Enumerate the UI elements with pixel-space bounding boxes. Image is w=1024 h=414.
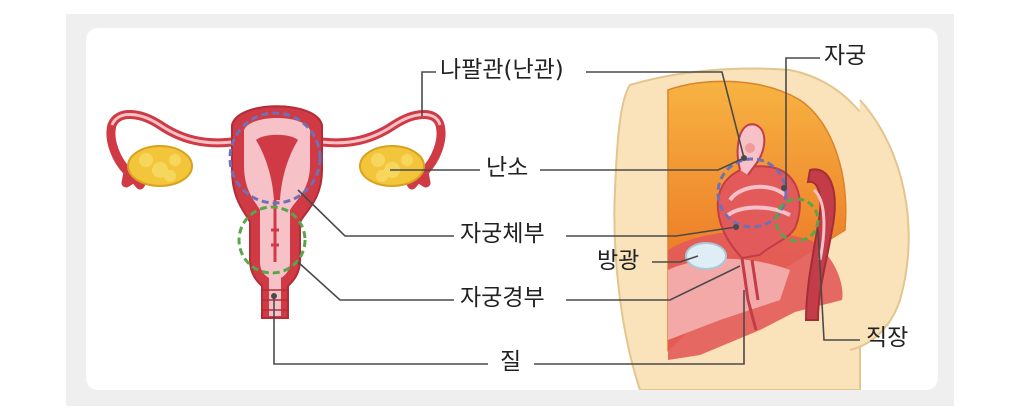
leader-vagina-right bbox=[534, 290, 745, 365]
leader-fallopian-tube-right bbox=[586, 71, 745, 159]
leader-ovary-right bbox=[540, 157, 745, 171]
leader-vagina-left bbox=[273, 296, 488, 365]
side-cervix-circle bbox=[774, 197, 820, 243]
leader-lines bbox=[273, 57, 860, 365]
leader-uterine-body-right bbox=[566, 226, 737, 237]
label-uterus: 자궁 bbox=[824, 43, 867, 69]
cervix-circle bbox=[237, 205, 307, 275]
uterine-cavity bbox=[256, 134, 298, 200]
front-view-uterus-illustration bbox=[106, 105, 446, 319]
label-fallopian-tube: 나팔관(난관) bbox=[440, 57, 564, 83]
label-uterine-body: 자궁체부 bbox=[460, 221, 545, 247]
right-ovary bbox=[359, 145, 425, 187]
leader-cervix-left bbox=[297, 261, 454, 301]
leader-bladder bbox=[652, 255, 699, 263]
side-view-pelvis-illustration bbox=[613, 67, 910, 390]
leader-uterus bbox=[785, 57, 820, 188]
bladder-shape bbox=[685, 242, 727, 270]
side-rectum bbox=[804, 168, 836, 321]
leader-rectum bbox=[817, 229, 860, 341]
label-rectum: 직장 bbox=[866, 325, 909, 351]
label-bladder: 방광 bbox=[597, 248, 640, 274]
leader-cervix-right bbox=[566, 265, 741, 301]
leader-fallopian-tube-left bbox=[421, 71, 436, 116]
uterus-inner-lining bbox=[244, 118, 310, 316]
side-uterine-body-circle bbox=[716, 157, 788, 229]
label-vagina: 질 bbox=[500, 349, 522, 375]
label-ovary: 난소 bbox=[486, 155, 529, 181]
leader-uterine-body-left bbox=[297, 189, 454, 237]
label-cervix: 자궁경부 bbox=[460, 285, 545, 311]
uterine-body-circle bbox=[228, 111, 322, 205]
left-ovary bbox=[127, 145, 193, 187]
